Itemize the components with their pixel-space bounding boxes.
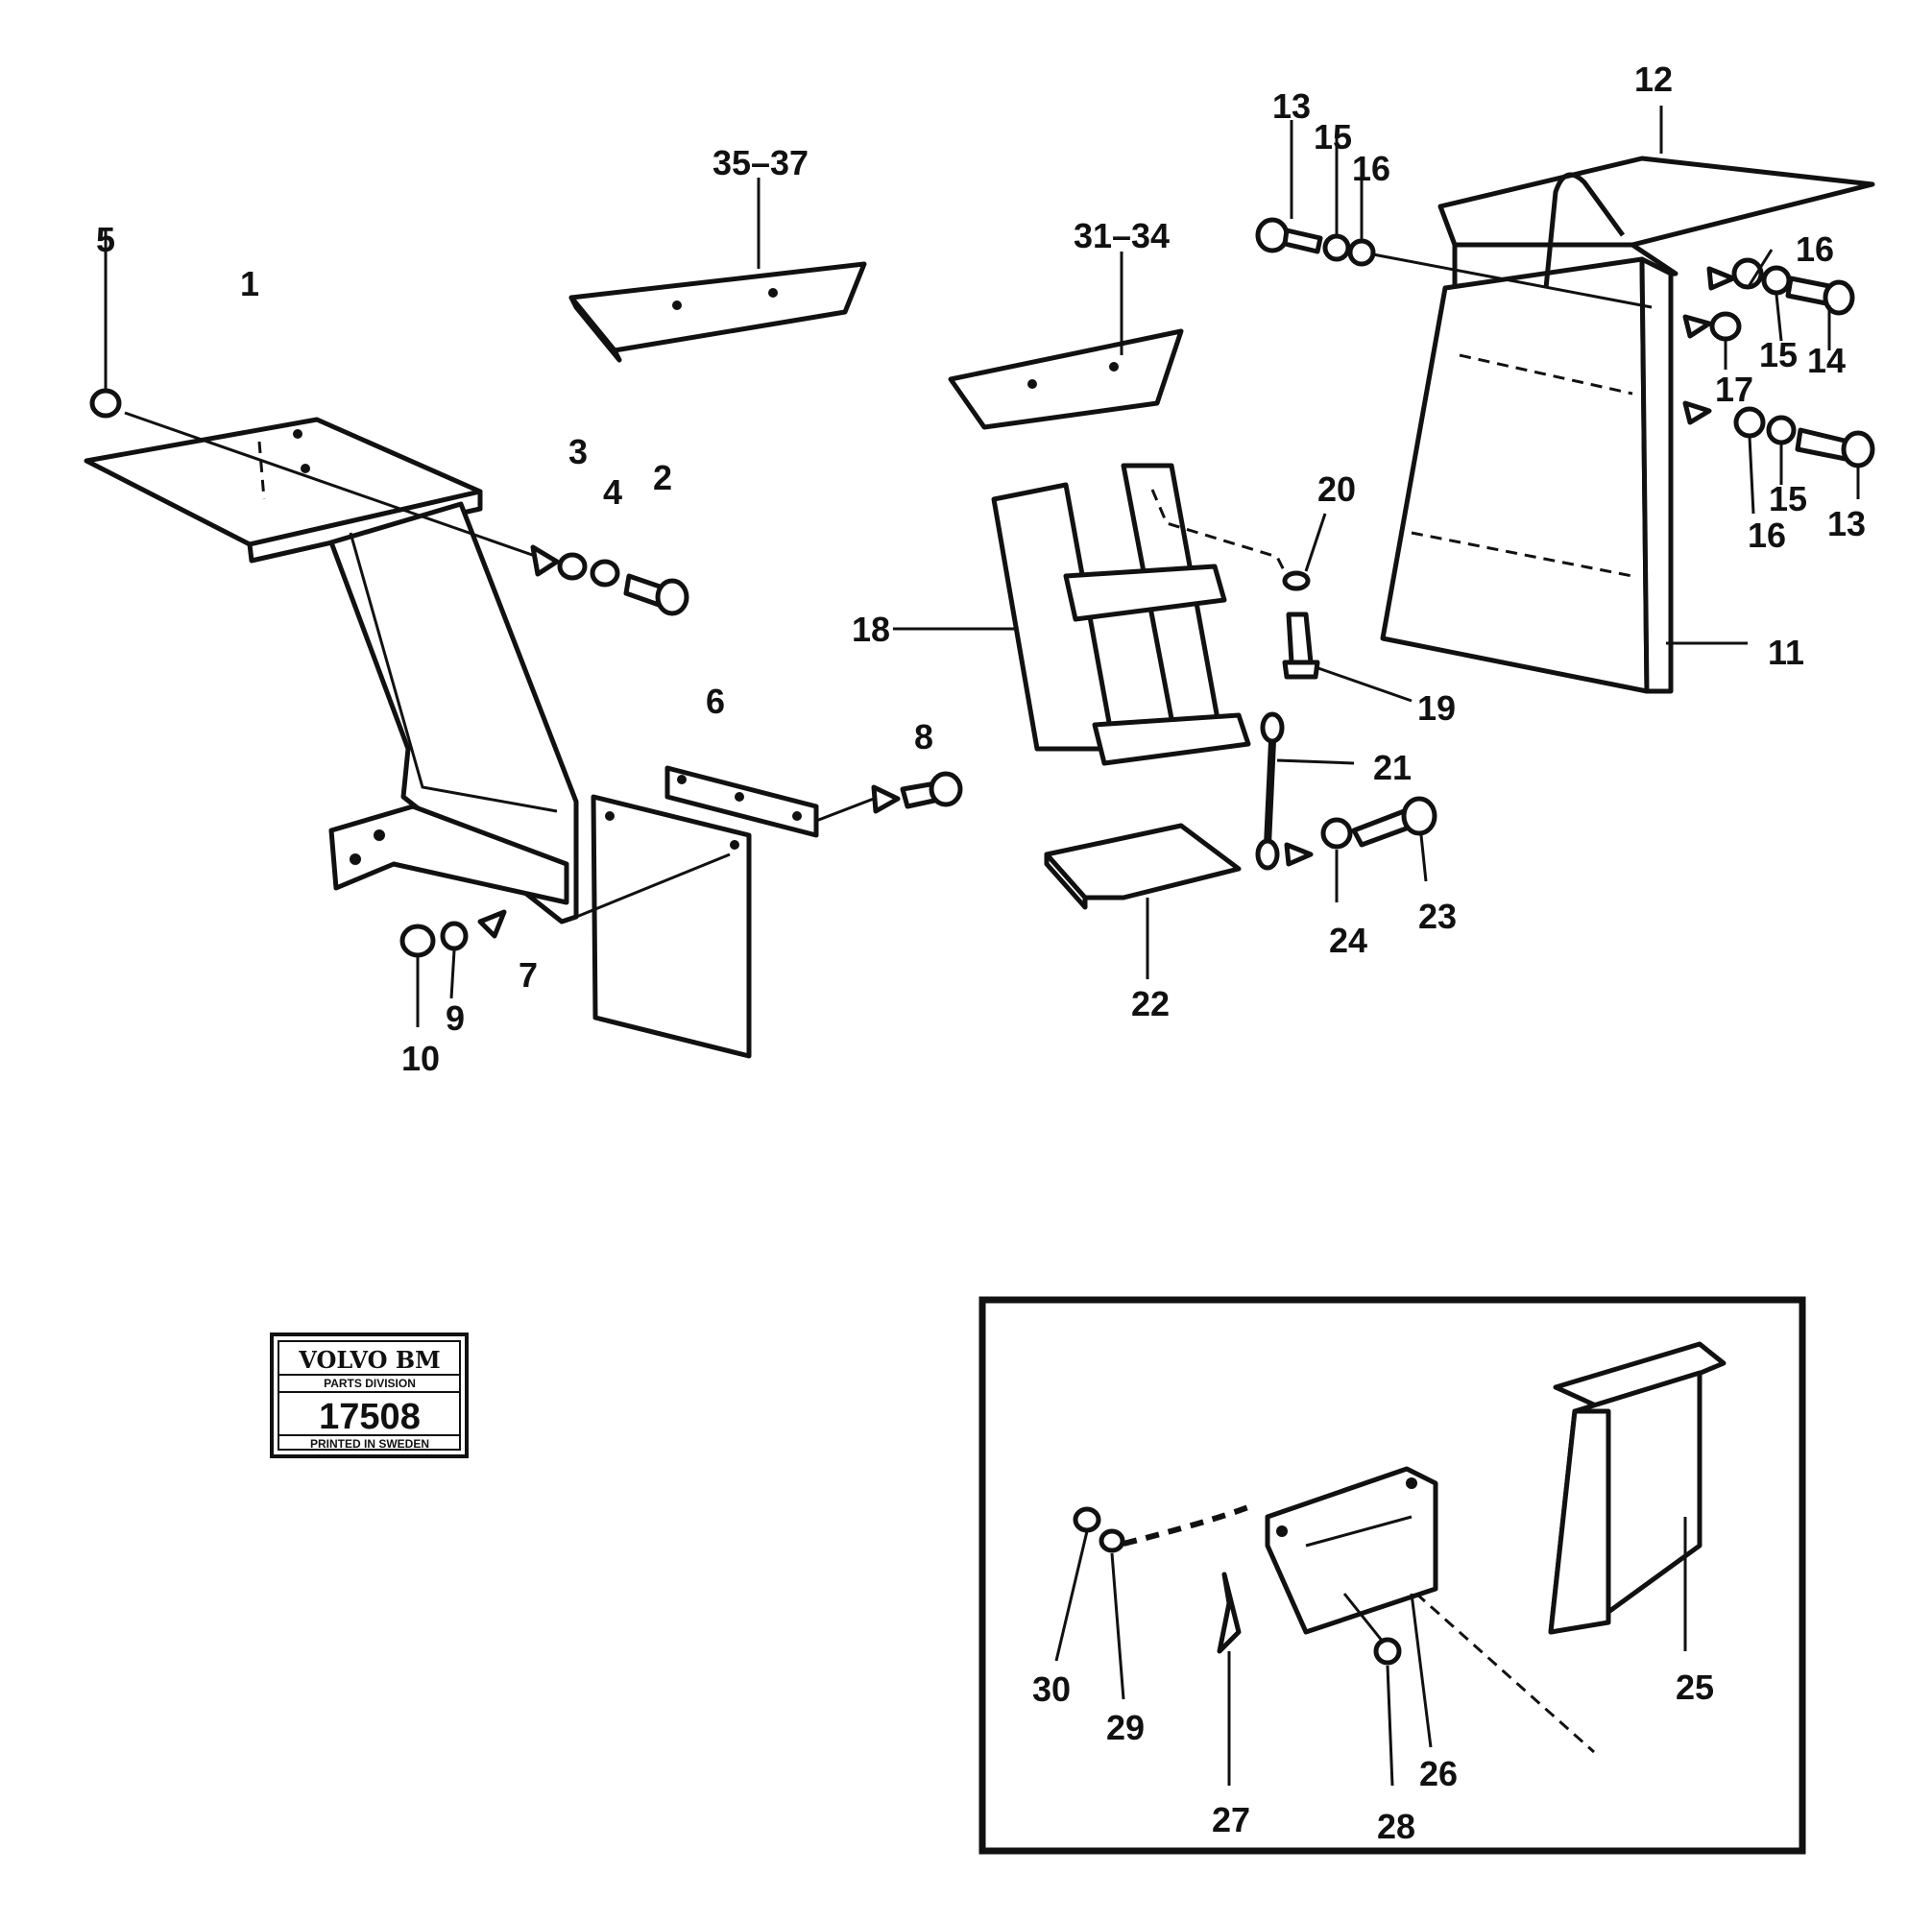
- callout-3: 3: [568, 432, 588, 471]
- callout-5: 5: [96, 220, 115, 259]
- callout-29: 29: [1106, 1708, 1145, 1747]
- plate-brand: VOLVO BM: [298, 1346, 440, 1374]
- callout-35-37: 35–37: [712, 143, 809, 182]
- bolt-19-washer-20: [1282, 513, 1413, 703]
- callout-28: 28: [1377, 1807, 1415, 1846]
- part-26-bracket: [1265, 1466, 1595, 1754]
- step-22: [1044, 823, 1242, 979]
- callout-4: 4: [603, 472, 622, 512]
- callout-27: 27: [1212, 1800, 1250, 1839]
- callout-24: 24: [1329, 921, 1367, 960]
- callout-12: 12: [1634, 60, 1673, 99]
- plate-number: 17508: [319, 1397, 421, 1437]
- part-7-flap: [564, 794, 880, 1059]
- part-35-37-plate: [568, 178, 867, 363]
- nut-9-10: [399, 909, 507, 1027]
- callout-6: 6: [706, 682, 725, 721]
- callout-18: 18: [852, 610, 890, 649]
- bolt-8: [871, 771, 963, 814]
- callout-13a: 13: [1272, 86, 1311, 126]
- callout-7: 7: [519, 955, 538, 995]
- fasteners-13-17: [1255, 120, 1875, 515]
- callout-31-34: 31–34: [1074, 216, 1170, 255]
- fasteners-2-5: [89, 230, 689, 616]
- part-31-34-plate: [948, 252, 1184, 430]
- bolt-23-washer-24: [1284, 796, 1437, 902]
- callout-9: 9: [446, 998, 465, 1038]
- part-11-12-fender: [1380, 106, 1875, 694]
- callout-25: 25: [1676, 1668, 1714, 1707]
- callout-20: 20: [1317, 469, 1356, 509]
- part-18-ladder: [893, 463, 1293, 766]
- part-25-hood: [1548, 1341, 1727, 1651]
- callout-8: 8: [914, 717, 933, 756]
- callout-15b: 15: [1759, 335, 1798, 374]
- part-1-step-bracket: [84, 417, 579, 924]
- inset-frame: [978, 1296, 1806, 1855]
- callout-16c: 16: [1748, 516, 1786, 555]
- callout-labels: 1 2 3 4 5 6 7 8 9 10 11 12 13 13 14 15 1…: [96, 60, 1866, 1846]
- volvo-parts-plate: VOLVO BM PARTS DIVISION 17508 PRINTED IN…: [270, 1333, 469, 1458]
- plate-division: PARTS DIVISION: [324, 1377, 416, 1390]
- callout-2: 2: [653, 458, 672, 497]
- callout-16b: 16: [1796, 229, 1834, 269]
- rod-21: [1255, 711, 1355, 871]
- parts-27-30: [1054, 1504, 1402, 1787]
- callout-21: 21: [1373, 748, 1412, 787]
- callout-10: 10: [401, 1039, 440, 1078]
- callout-17: 17: [1715, 370, 1753, 409]
- plate-printed: PRINTED IN SWEDEN: [310, 1437, 429, 1451]
- callout-23: 23: [1418, 897, 1457, 936]
- callout-15a: 15: [1314, 117, 1352, 156]
- callout-16a: 16: [1352, 149, 1390, 188]
- callout-30: 30: [1032, 1669, 1071, 1709]
- callout-14: 14: [1807, 341, 1846, 380]
- part-6-strip: [664, 765, 819, 838]
- callout-1: 1: [240, 264, 259, 303]
- callout-26: 26: [1419, 1754, 1458, 1793]
- callout-13b: 13: [1827, 504, 1866, 543]
- callout-11: 11: [1768, 633, 1804, 672]
- callout-15c: 15: [1769, 479, 1807, 518]
- callout-19: 19: [1417, 688, 1456, 728]
- callout-22: 22: [1131, 984, 1170, 1023]
